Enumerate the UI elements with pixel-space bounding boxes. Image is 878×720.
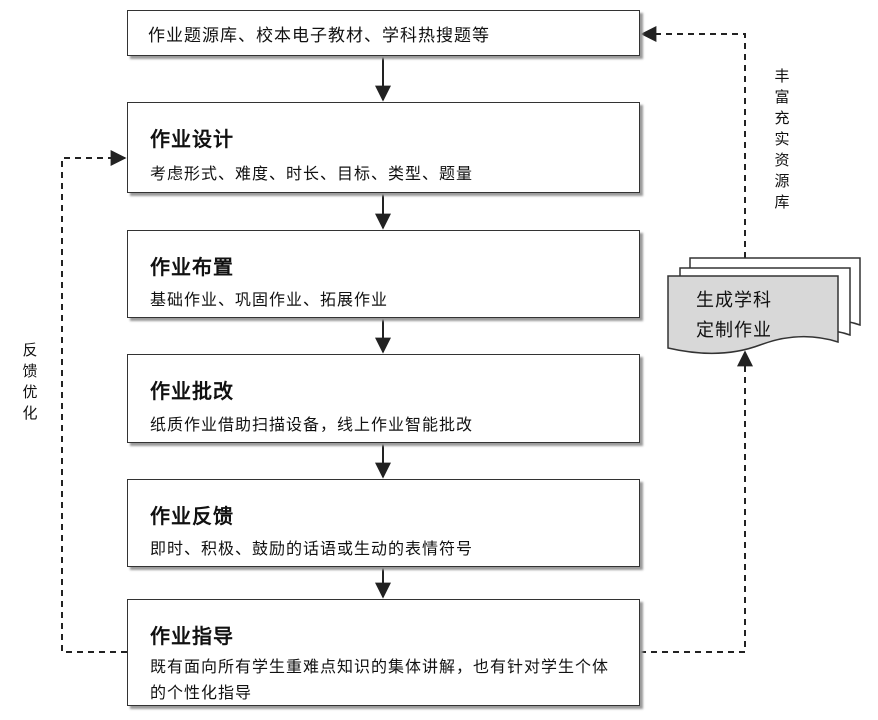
step-title: 作业反馈: [150, 504, 234, 528]
resource-source-text: 作业题源库、校本电子教材、学科热搜题等: [148, 25, 490, 46]
step-title: 作业指导: [150, 624, 234, 648]
output-loop-line: [640, 350, 753, 653]
step-title: 作业布置: [150, 255, 234, 279]
enrich-resource-label: 丰富充实资源库: [774, 67, 790, 211]
feedback-optimize-label: 反馈优化: [21, 340, 39, 424]
document-stack-icon: [667, 257, 861, 355]
step-design-box: 作业设计 考虑形式、难度、时长、目标、类型、题量: [127, 102, 640, 193]
feedback-loop-line: [61, 150, 127, 653]
step-guidance-box: 作业指导 既有面向所有学生重难点知识的集体讲解，也有针对学生个体的个性化指导: [127, 599, 640, 706]
step-desc: 考虑形式、难度、时长、目标、类型、题量: [150, 164, 474, 183]
step-desc: 既有面向所有学生重难点知识的集体讲解，也有针对学生个体的个性化指导: [150, 657, 610, 702]
resource-source-box: 作业题源库、校本电子教材、学科热搜题等: [127, 10, 640, 56]
custom-homework-label: 生成学科定制作业: [696, 290, 772, 341]
step-desc: 基础作业、巩固作业、拓展作业: [150, 290, 389, 309]
step-desc: 即时、积极、鼓励的话语或生动的表情符号: [150, 539, 474, 558]
step-feedback-box: 作业反馈 即时、积极、鼓励的话语或生动的表情符号: [127, 479, 640, 567]
step-assign-box: 作业布置 基础作业、巩固作业、拓展作业: [127, 230, 640, 318]
step-desc: 纸质作业借助扫描设备，线上作业智能批改: [150, 415, 474, 434]
step-title: 作业批改: [150, 379, 234, 403]
step-title: 作业设计: [150, 127, 234, 151]
resource-loop-line: [640, 26, 746, 258]
step-grading-box: 作业批改 纸质作业借助扫描设备，线上作业智能批改: [127, 354, 640, 443]
